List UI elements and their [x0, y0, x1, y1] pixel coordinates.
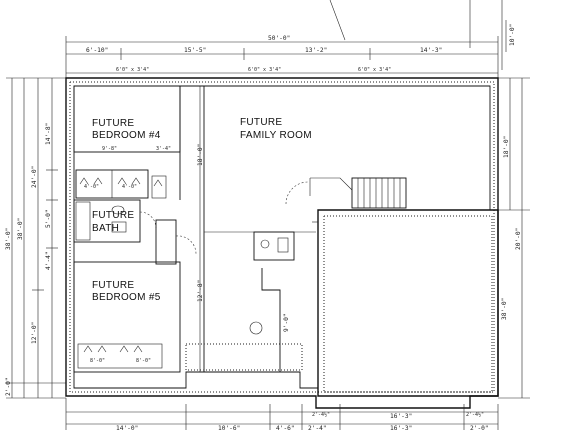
- dim-left-seg2: 14'-8": [45, 123, 52, 145]
- inner-wall: [73, 85, 491, 389]
- sink: [111, 221, 127, 233]
- dim-closet-2: 4'-0": [122, 184, 137, 190]
- dim-left-overall: 38'-0": [17, 218, 24, 240]
- dim-left-seg1: 24'-0": [31, 166, 38, 188]
- family-label-2: FAMILY ROOM: [240, 130, 312, 141]
- dim-bottom-seg4: 2'-4": [308, 425, 327, 432]
- dim-right-upper: 18'-0": [503, 136, 510, 158]
- dim-bottom-tick2: 2'-4½": [466, 411, 484, 418]
- dim-top-seg2: 15'-5": [184, 47, 206, 54]
- bath-label-1: FUTURE: [92, 210, 134, 221]
- dim-window-1: 6'0" x 3'4": [116, 67, 149, 73]
- dim-top-overall: 50'-0": [268, 35, 290, 42]
- dim-far-right: 10'-0": [509, 24, 516, 46]
- bath-door-swing: [139, 211, 157, 229]
- hall-door-swing: [175, 235, 197, 255]
- dim-left-seg5: 12'-0": [31, 322, 38, 344]
- dim-window-3: 6'0" x 3'4": [358, 67, 391, 73]
- dim-bottom-seg5: 16'-3": [390, 425, 412, 432]
- furnace: [277, 237, 289, 253]
- toilet: [111, 205, 125, 215]
- dim-left-seg4: 4'-4": [45, 251, 52, 270]
- dim-mid: 12'-8": [197, 280, 204, 302]
- b5-bifold-doors: [83, 345, 143, 353]
- extension-line: [329, 0, 346, 41]
- dim-top-seg4: 14'-3": [420, 47, 442, 54]
- dim-top-seg3: 13'-2": [305, 47, 327, 54]
- dim-left-seg6: 2'-0": [5, 377, 12, 396]
- bedroom4-label-2: BEDROOM #4: [92, 130, 161, 141]
- dim-family-height: 18'-0": [197, 144, 204, 166]
- stair-rail: [310, 177, 353, 191]
- bath-label-2: BATH: [92, 223, 119, 234]
- stair-treads: [357, 178, 401, 208]
- dim-bottom-tick1: 2'-4½": [312, 411, 330, 418]
- mechanical-room: [253, 231, 295, 261]
- dim-bottom-inner: 16'-3": [390, 413, 412, 420]
- dim-bottom-seg6: 2'-0": [470, 425, 489, 432]
- dim-bottom-seg1: 14'-0": [116, 425, 138, 432]
- dim-util: 9'-0": [283, 313, 290, 332]
- dim-b4-a: 9'-8": [102, 146, 117, 152]
- bedroom5-label-1: FUTURE: [92, 280, 134, 291]
- floor-drain: [249, 321, 263, 335]
- family-label-1: FUTURE: [240, 117, 282, 128]
- foundation-dots: [69, 81, 495, 393]
- dim-bottom-seg2: 10'-6": [218, 425, 240, 432]
- dim-closet-1: 4'-0": [84, 184, 99, 190]
- bedroom5-wall: [73, 261, 181, 373]
- dim-b5-1: 8'-0": [90, 358, 105, 364]
- linen-door: [153, 179, 163, 187]
- dim-left-seg3: 5'-0": [45, 209, 52, 228]
- dim-b5-2: 8'-0": [136, 358, 151, 364]
- hall-closet: [155, 219, 177, 265]
- dim-b4-b: 3'-4": [156, 146, 171, 152]
- door-swing: [285, 181, 309, 205]
- linen-closet: [151, 175, 167, 199]
- closet-b5: [77, 343, 163, 369]
- dim-right-overall: 38'-0": [501, 298, 508, 320]
- bedroom4-label-1: FUTURE: [92, 118, 134, 129]
- lower-step: [185, 343, 303, 371]
- dim-left-outer: 38'-0": [5, 228, 12, 250]
- bedroom5-label-2: BEDROOM #5: [92, 292, 161, 303]
- garage-dots: [323, 215, 493, 393]
- stair-box: [351, 177, 407, 209]
- dim-right-lower: 20'-0": [515, 228, 522, 250]
- utility-wall: [261, 268, 281, 372]
- bifold-doors: [79, 177, 141, 185]
- garage-wall: [317, 209, 499, 397]
- dim-bottom-seg3: 4'-6": [276, 425, 295, 432]
- dim-top-seg1: 6'-10": [86, 47, 108, 54]
- outer-wall: [65, 77, 499, 409]
- bath-wall: [73, 199, 141, 243]
- water-heater: [260, 239, 270, 249]
- tub: [75, 201, 91, 241]
- dim-window-2: 6'0" x 3'4": [248, 67, 281, 73]
